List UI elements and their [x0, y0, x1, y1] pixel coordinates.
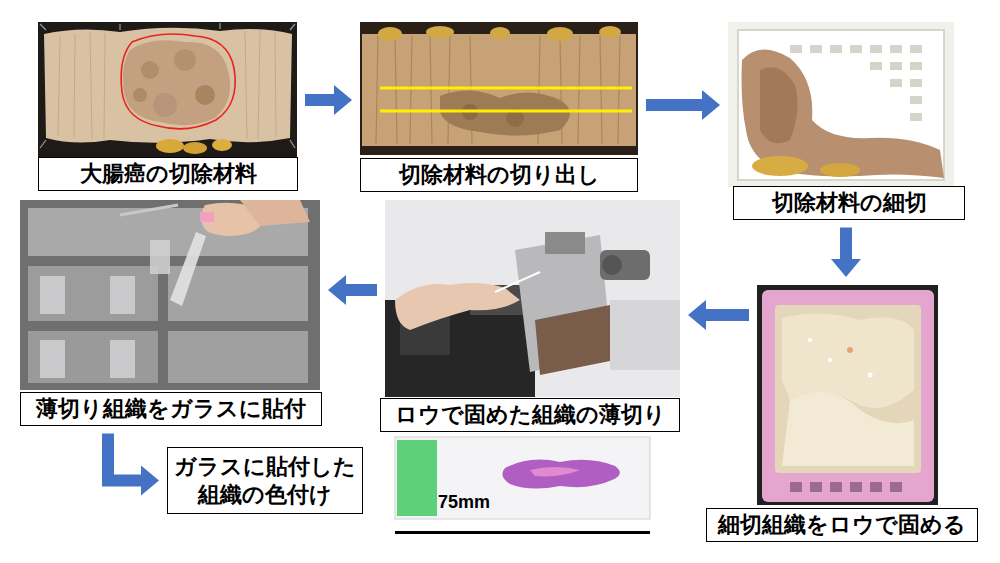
step-tile: 細切組織をロウで固める	[757, 285, 938, 505]
step-tile: 切除材料の細切	[728, 22, 954, 220]
box-text: ガラスに貼付した組織の色付け	[174, 453, 356, 508]
step-caption: 細切組織をロウで固める	[706, 508, 978, 542]
step-caption: 切除材料の細切	[733, 186, 965, 220]
paraffin-block-photo	[757, 285, 938, 505]
step-tile: ロウで固めた組織の薄切り	[385, 200, 680, 397]
caption-text: ロウで固めた組織の薄切り	[387, 401, 673, 429]
step-tile: 切除材料の切り出し	[360, 22, 638, 155]
dimension-bar	[395, 531, 650, 534]
caption-text: 薄切り組織をガラスに貼付	[27, 395, 315, 423]
caption-text: 大腸癌の切除材料	[45, 160, 291, 188]
step-caption: 薄切り組織をガラスに貼付	[20, 392, 322, 426]
step-tile: 大腸癌の切除材料	[38, 22, 297, 157]
specimen-cutout-photo	[360, 22, 638, 155]
slide-mounting-photo	[20, 200, 320, 390]
caption-text: 切除材料の細切	[740, 189, 958, 217]
flow-arrow	[346, 284, 377, 296]
step-caption: 切除材料の切り出し	[360, 158, 638, 192]
step-caption: ロウで固めた組織の薄切り	[380, 398, 680, 432]
dimension-label: 75mm	[438, 492, 490, 514]
stained-slide	[395, 437, 650, 534]
resected-colon-photo	[38, 22, 297, 157]
flow-arrow	[108, 434, 141, 481]
step-caption: 大腸癌の切除材料	[38, 157, 298, 191]
process-box: ガラスに貼付した組織の色付け	[167, 447, 363, 514]
flow-arrow	[305, 94, 334, 106]
caption-text: 切除材料の切り出し	[367, 161, 631, 189]
flow-arrow	[706, 309, 749, 321]
flow-arrow	[646, 99, 702, 111]
tissue-cassette-photo	[728, 22, 954, 187]
step-tile: 薄切り組織をガラスに貼付	[20, 200, 320, 426]
microtome-photo	[385, 200, 680, 397]
caption-text: 細切組織をロウで固める	[713, 511, 971, 539]
flow-arrow	[840, 228, 852, 260]
